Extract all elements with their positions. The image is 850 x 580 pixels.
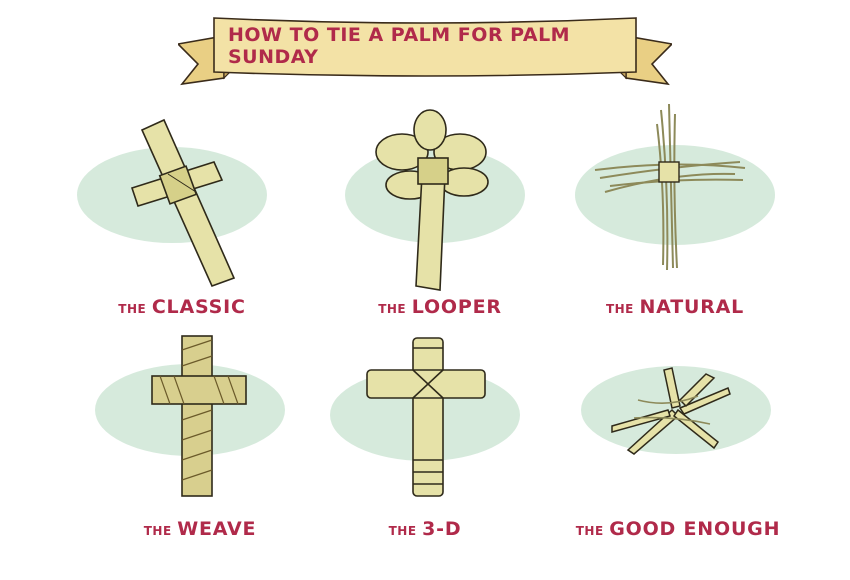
classic-cross-illustration xyxy=(77,118,267,288)
page-title: HOW TO TIE A PALM FOR PALM SUNDAY xyxy=(228,24,571,68)
weave-cross-illustration xyxy=(95,335,285,497)
palm-looper: THE LOOPER xyxy=(330,100,550,350)
label-good-enough: THE GOOD ENOUGH xyxy=(575,518,781,540)
3d-cross-illustration xyxy=(330,337,520,497)
palm-classic: THE CLASSIC xyxy=(72,100,292,350)
label-natural: THE NATURAL xyxy=(605,296,745,318)
palm-weave: THE WEAVE xyxy=(90,330,310,580)
palm-natural: THE NATURAL xyxy=(565,100,785,350)
label-classic: THE CLASSIC xyxy=(118,296,246,318)
label-weave: THE WEAVE xyxy=(143,518,257,540)
palm-good-enough: THE GOOD ENOUGH xyxy=(568,330,788,580)
looper-cross-illustration xyxy=(345,109,525,291)
label-looper: THE LOOPER xyxy=(378,296,502,318)
label-3d: THE 3-D xyxy=(388,518,462,540)
natural-cross-illustration xyxy=(575,103,775,271)
palm-3d: THE 3-D xyxy=(315,330,535,580)
good-enough-cross-illustration xyxy=(581,366,771,455)
title-banner xyxy=(178,17,672,86)
